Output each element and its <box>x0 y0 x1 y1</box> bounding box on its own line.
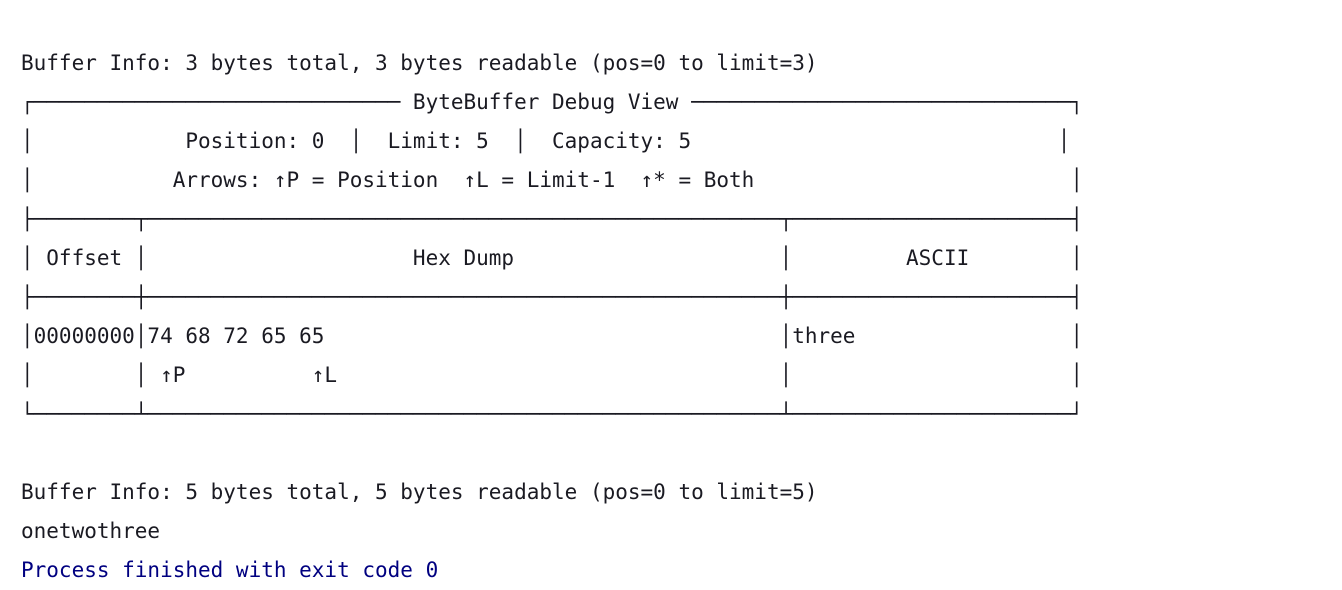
debug-view-top-border: ┌───────────────────────────── ByteBuffe… <box>21 90 1084 114</box>
debug-view-separator-mid: ├────────┼──────────────────────────────… <box>21 285 1084 309</box>
blank-line-spacer <box>21 434 1321 473</box>
debug-view-arrow-marker-row: │ │ ↑P ↑L │ │ <box>21 363 1084 387</box>
debug-view-column-header-line: │ Offset │ Hex Dump │ ASCII │ <box>21 246 1084 270</box>
debug-view-arrows-legend-line: │ Arrows: ↑P = Position ↑L = Limit-1 ↑* … <box>21 168 1084 192</box>
debug-view-bottom-border: └────────┴──────────────────────────────… <box>21 402 1084 426</box>
decoded-output-line: onetwothree <box>21 519 161 543</box>
debug-view-stats-line: │ Position: 0 │ Limit: 5 │ Capacity: 5 │ <box>21 129 1071 153</box>
debug-view-separator-top: ├────────┬──────────────────────────────… <box>21 207 1084 231</box>
process-exit-message: Process finished with exit code 0 <box>21 558 439 582</box>
buffer-info-line-first: Buffer Info: 3 bytes total, 3 bytes read… <box>21 51 818 75</box>
console-output-panel[interactable]: Buffer Info: 3 bytes total, 3 bytes read… <box>21 44 1321 590</box>
debug-view-data-row: │00000000│74 68 72 65 65 │three │ <box>21 324 1084 348</box>
buffer-info-line-second: Buffer Info: 5 bytes total, 5 bytes read… <box>21 480 818 504</box>
